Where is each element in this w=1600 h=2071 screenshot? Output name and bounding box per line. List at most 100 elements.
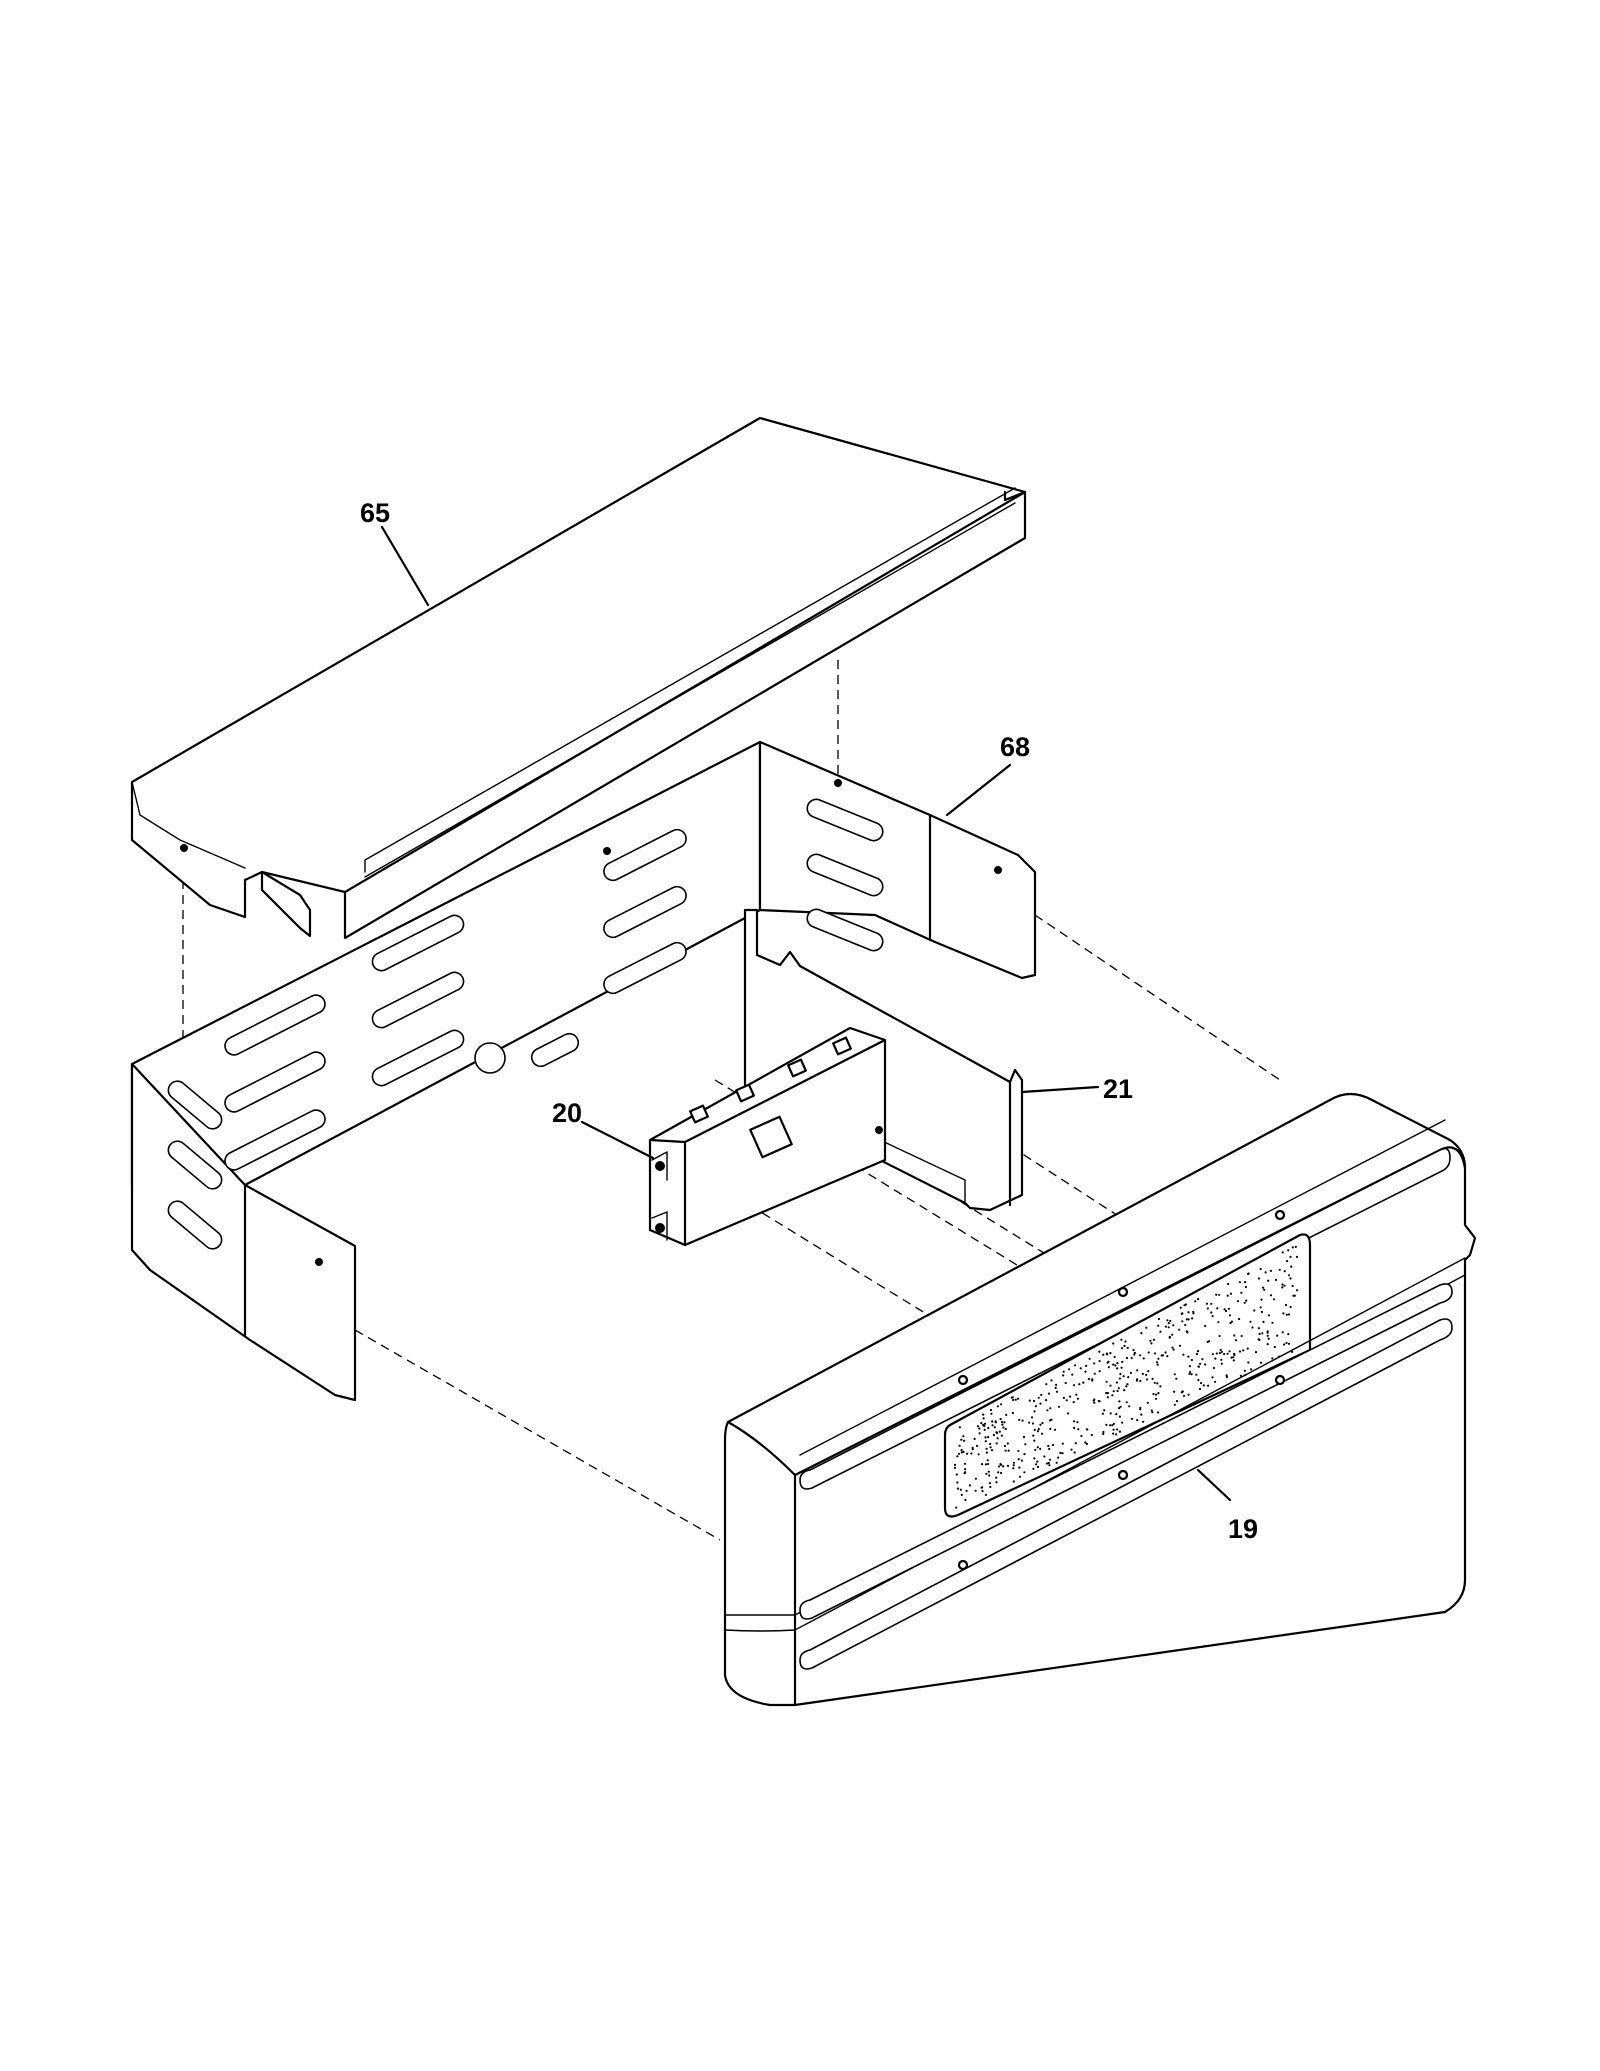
texture-dot: [1226, 1352, 1229, 1355]
texture-dot: [1012, 1467, 1015, 1470]
texture-dot: [1127, 1376, 1130, 1379]
texture-dot: [1151, 1377, 1154, 1380]
texture-dot: [1188, 1372, 1191, 1375]
texture-dot: [1233, 1352, 1236, 1355]
texture-dot: [1112, 1422, 1115, 1425]
texture-dot: [1102, 1430, 1105, 1434]
texture-dot: [988, 1474, 991, 1477]
texture-dot: [1049, 1419, 1052, 1422]
texture-dot: [993, 1426, 996, 1429]
texture-dot: [1286, 1260, 1289, 1263]
texture-dot: [1073, 1451, 1076, 1454]
texture-dot: [1112, 1342, 1115, 1345]
texture-dot: [1289, 1277, 1292, 1280]
texture-dot: [1115, 1433, 1118, 1436]
texture-dot: [985, 1472, 988, 1475]
part-20-control-board: [648, 1026, 887, 1247]
texture-dot: [1171, 1333, 1174, 1336]
texture-dot: [1226, 1294, 1229, 1297]
texture-dot: [1266, 1334, 1269, 1337]
texture-dot: [1061, 1452, 1064, 1455]
texture-dot: [1159, 1385, 1162, 1388]
texture-dot: [1039, 1447, 1042, 1450]
texture-dot: [1105, 1380, 1108, 1383]
texture-dot: [1183, 1304, 1186, 1307]
part-19-control-panel: [723, 1092, 1477, 1707]
texture-dot: [1041, 1421, 1044, 1425]
callout-labels: 65 68 21 20 19: [360, 498, 1258, 1544]
texture-dot: [1287, 1249, 1290, 1252]
texture-dot: [1289, 1305, 1292, 1309]
texture-dot: [1045, 1462, 1049, 1465]
texture-dot: [1118, 1400, 1121, 1403]
texture-dot: [1064, 1381, 1067, 1385]
texture-dot: [1082, 1381, 1085, 1384]
texture-dot: [1173, 1403, 1176, 1406]
texture-dot: [1106, 1396, 1109, 1399]
texture-dot: [1200, 1382, 1203, 1385]
texture-dot: [1228, 1314, 1232, 1317]
texture-dot: [1091, 1378, 1094, 1381]
texture-dot: [1184, 1323, 1187, 1327]
texture-dot: [1017, 1397, 1020, 1400]
texture-dot: [997, 1471, 1000, 1474]
texture-dot: [1246, 1347, 1249, 1350]
texture-dot: [1116, 1428, 1119, 1431]
texture-dot: [1215, 1293, 1218, 1296]
texture-dot: [1199, 1362, 1202, 1365]
texture-dot: [1098, 1360, 1101, 1363]
texture-dot: [1172, 1324, 1175, 1327]
texture-dot: [1192, 1310, 1195, 1313]
texture-dot: [1145, 1373, 1148, 1376]
texture-dot: [1012, 1461, 1016, 1464]
texture-dot: [1047, 1461, 1050, 1465]
texture-dot: [1006, 1464, 1010, 1467]
texture-dot: [1106, 1353, 1109, 1356]
texture-dot: [1001, 1423, 1004, 1426]
texture-dot: [1113, 1355, 1116, 1359]
texture-dot: [1160, 1354, 1163, 1357]
texture-dot: [1178, 1328, 1181, 1331]
texture-dot: [956, 1481, 959, 1484]
texture-dot: [1239, 1374, 1242, 1377]
texture-dot: [1223, 1308, 1226, 1311]
texture-dot: [963, 1439, 966, 1442]
texture-dot: [1219, 1348, 1222, 1351]
texture-dot: [1157, 1392, 1160, 1395]
texture-dot: [1036, 1446, 1039, 1449]
texture-dot: [1197, 1365, 1200, 1368]
texture-dot: [1150, 1342, 1153, 1345]
texture-dot: [1267, 1314, 1270, 1317]
callout-20: 20: [552, 1098, 582, 1128]
texture-dot: [1055, 1383, 1058, 1386]
texture-dot: [1167, 1326, 1170, 1329]
texture-dot: [1229, 1321, 1232, 1325]
texture-dot: [984, 1463, 988, 1466]
texture-dot: [1264, 1271, 1267, 1274]
texture-dot: [976, 1444, 979, 1447]
texture-dot: [1261, 1332, 1264, 1335]
texture-dot: [1146, 1401, 1149, 1404]
part-68-side-panel-wrapper: [130, 740, 1037, 1402]
texture-dot: [1139, 1379, 1142, 1383]
texture-dot: [1023, 1453, 1026, 1456]
texture-dot: [1114, 1364, 1117, 1367]
texture-dot: [1218, 1334, 1221, 1338]
texture-dot: [1198, 1387, 1202, 1391]
texture-dot: [1105, 1423, 1108, 1426]
texture-dot: [1164, 1351, 1167, 1354]
texture-dot: [1126, 1346, 1129, 1350]
texture-dot: [1287, 1333, 1290, 1336]
texture-dot: [1003, 1444, 1007, 1448]
texture-dot: [1125, 1385, 1128, 1388]
texture-dot: [1232, 1356, 1235, 1359]
texture-dot: [1036, 1430, 1040, 1433]
texture-dot: [959, 1488, 962, 1491]
texture-dot: [1259, 1306, 1262, 1309]
texture-dot: [1090, 1433, 1093, 1437]
texture-dot: [1251, 1326, 1254, 1329]
texture-dot: [1276, 1334, 1279, 1337]
texture-dot: [983, 1422, 987, 1425]
texture-dot: [1187, 1355, 1190, 1358]
texture-dot: [1211, 1353, 1214, 1356]
